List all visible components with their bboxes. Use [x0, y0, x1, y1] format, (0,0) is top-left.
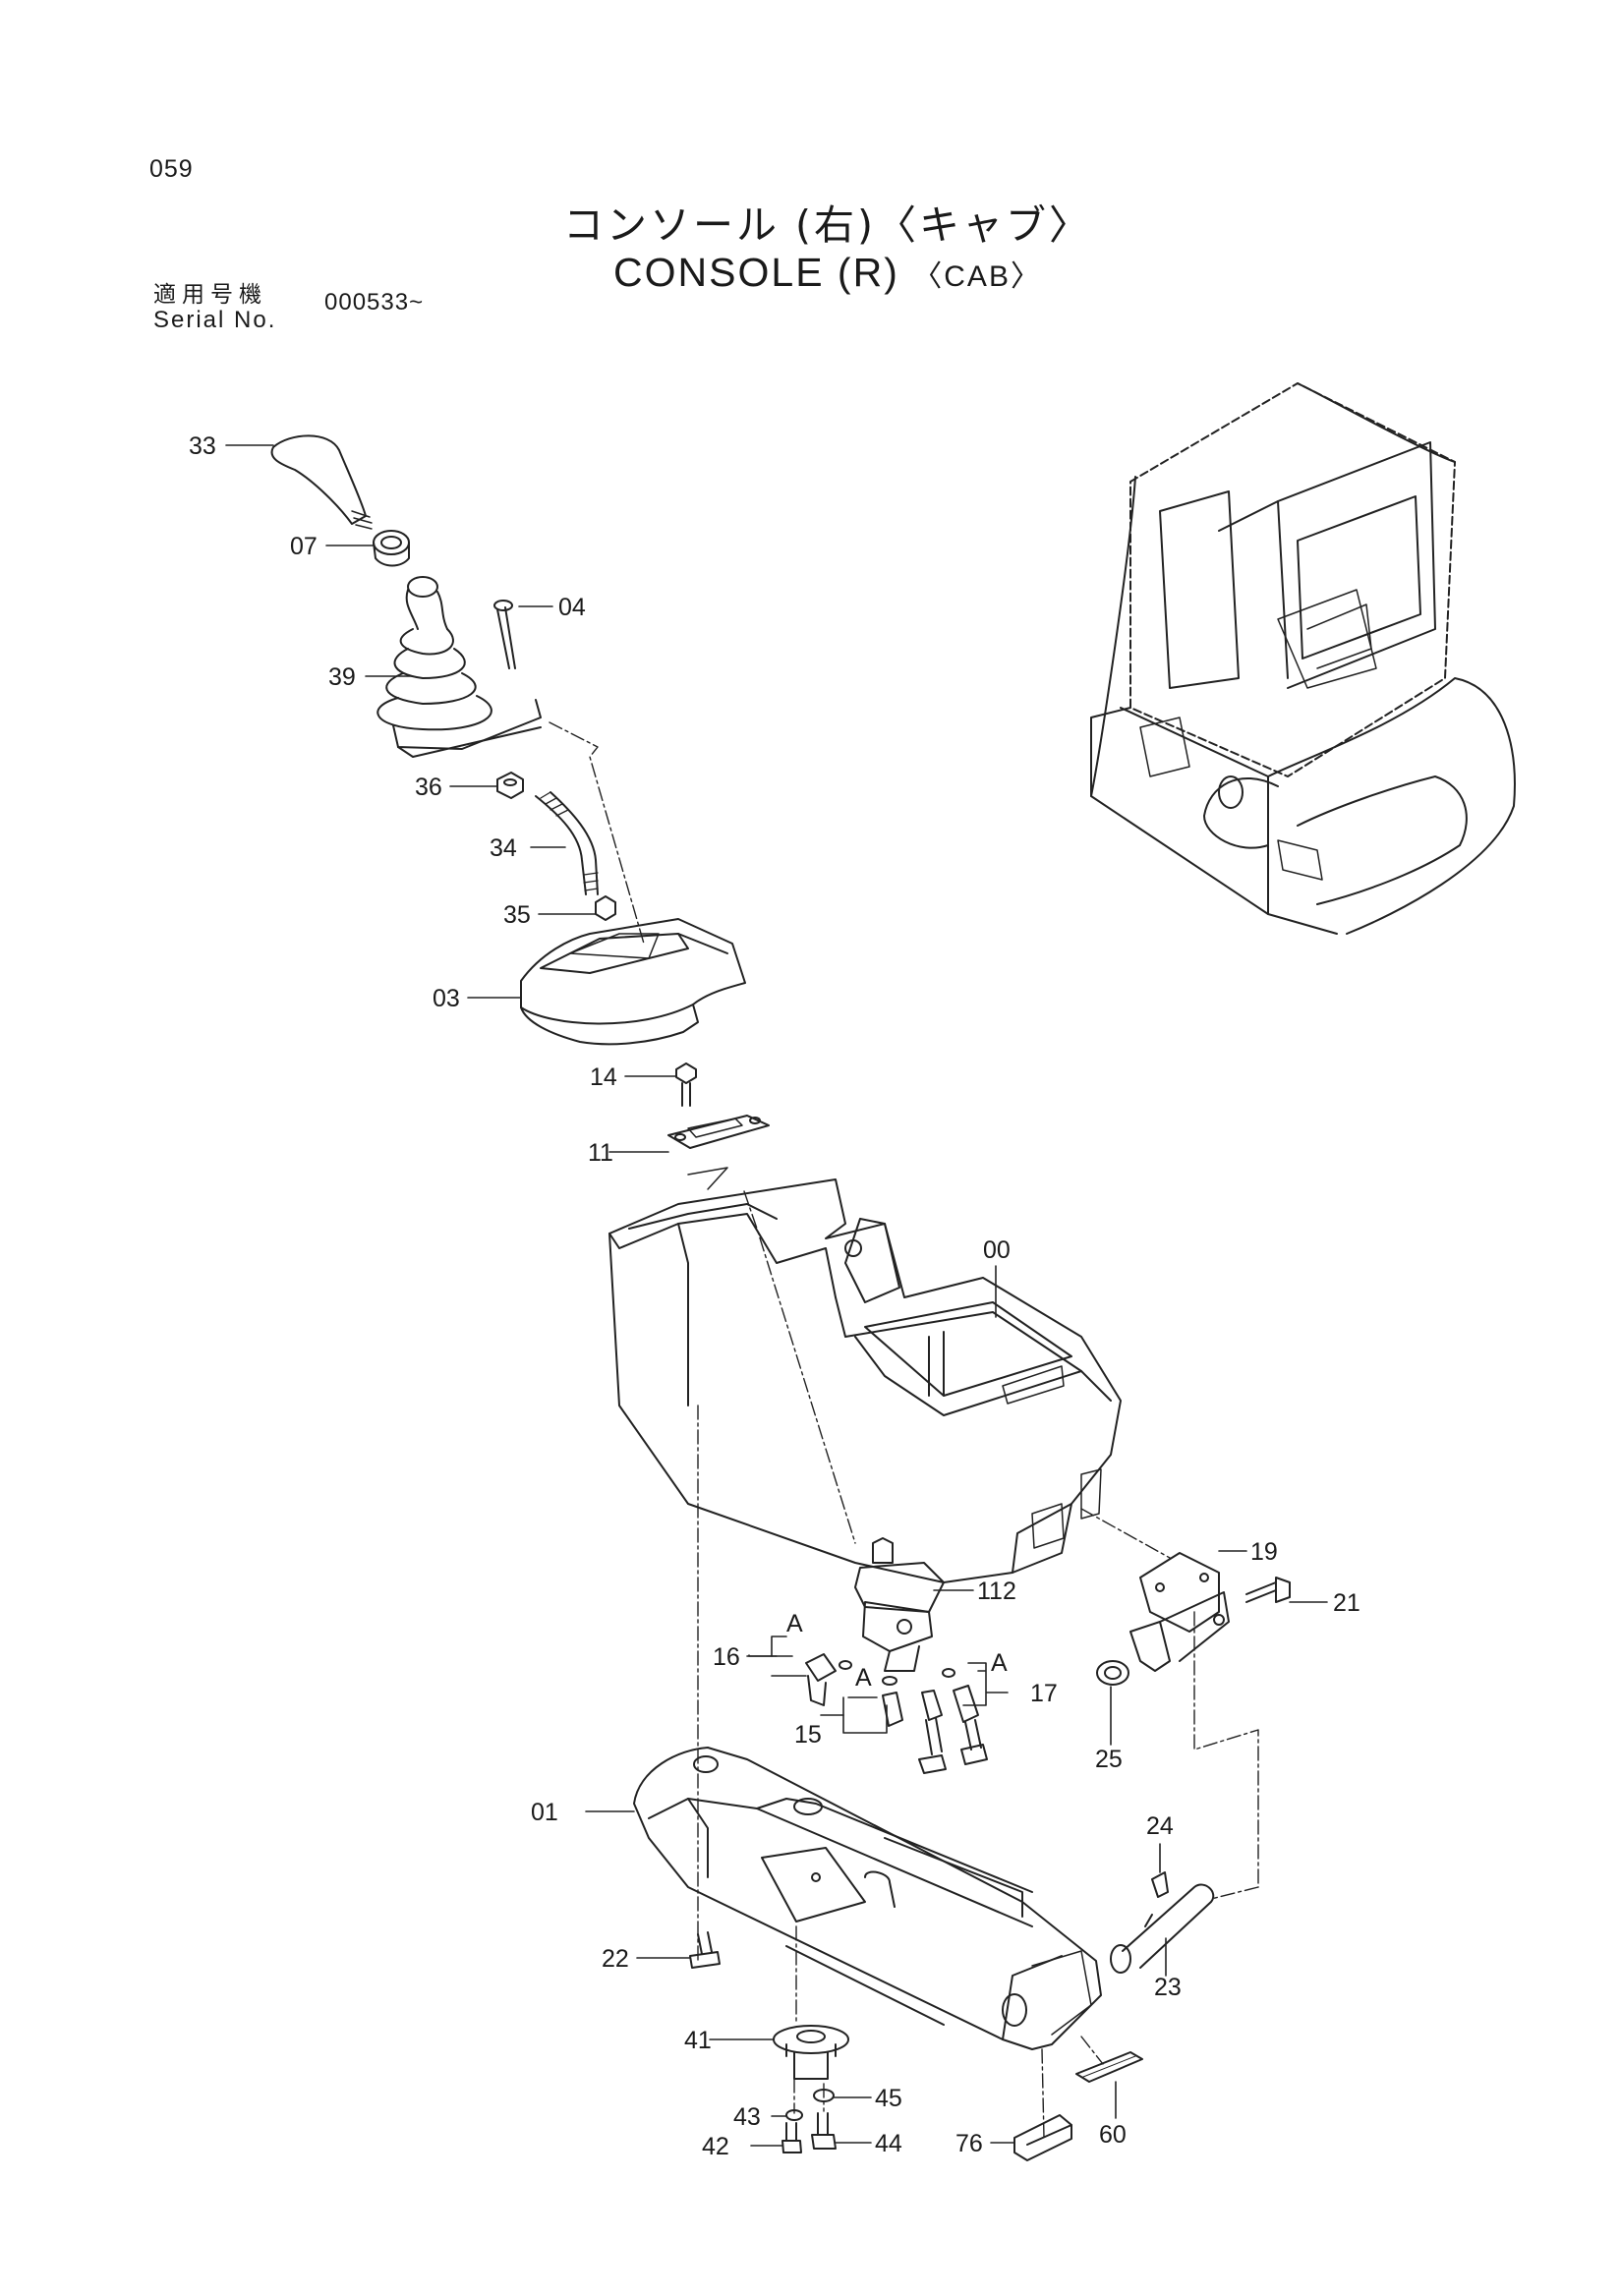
part-bracket-19: [1129, 1552, 1230, 1672]
part-bolt-44: [811, 2112, 837, 2150]
callout-16: 16: [713, 1643, 740, 1671]
part-fitting-17: [942, 1668, 988, 1765]
callout-33: 33: [189, 432, 216, 460]
part-fitting-16: [805, 1653, 852, 1706]
part-tube-23: [1110, 1883, 1215, 1974]
part-valve-112: [854, 1537, 945, 1672]
callout-22: 22: [602, 1945, 629, 1973]
part-bolt-42: [781, 2122, 802, 2153]
callout-19: 19: [1250, 1538, 1278, 1566]
title-english: CONSOLE (R) 〈CAB〉: [0, 250, 1620, 296]
callout-43: 43: [733, 2103, 761, 2131]
callout-A-17: A: [991, 1649, 1008, 1677]
callout-76: 76: [955, 2130, 983, 2157]
page-number: 059: [149, 155, 194, 183]
title-japanese: コンソール (右)〈キャブ〉: [562, 201, 1093, 249]
serial-label-japanese: 適用号機: [153, 282, 267, 308]
leader-lines: [225, 444, 1328, 2147]
part-nut-36: [496, 772, 524, 799]
callout-03: 03: [433, 985, 460, 1012]
cab-illustration: [1090, 382, 1516, 935]
part-nut-35: [595, 895, 616, 921]
callout-17: 17: [1030, 1680, 1058, 1707]
callout-60: 60: [1099, 2121, 1127, 2149]
callout-00: 00: [983, 1236, 1011, 1264]
title-english-sub: 〈CAB〉: [912, 260, 1042, 293]
part-bolt-21: [1245, 1577, 1291, 1603]
callout-04: 04: [558, 594, 586, 621]
callout-34: 34: [490, 834, 517, 862]
callout-25: 25: [1095, 1746, 1123, 1773]
serial-label-english: Serial No.: [153, 307, 277, 333]
callout-21: 21: [1333, 1589, 1360, 1617]
callout-A-16: A: [786, 1610, 803, 1637]
callout-A-15: A: [855, 1664, 872, 1692]
callout-14: 14: [590, 1063, 617, 1091]
callout-42: 42: [702, 2133, 729, 2160]
part-bolt-04: [493, 600, 516, 669]
callout-44: 44: [875, 2130, 902, 2157]
part-plate-11: [667, 1115, 770, 1149]
callout-15: 15: [794, 1721, 822, 1749]
part-cap-76: [1013, 2114, 1072, 2161]
callout-23: 23: [1154, 1974, 1182, 2001]
callout-11: 11: [588, 1139, 613, 1167]
title-english-main: CONSOLE (R): [613, 250, 899, 295]
serial-number-value: 000533~: [324, 289, 425, 316]
part-washer-25: [1096, 1660, 1129, 1686]
callout-112: 112: [977, 1578, 1016, 1605]
part-collar-07: [373, 530, 410, 567]
part-base-01: [633, 1747, 1102, 2050]
part-console-00: [608, 1167, 1122, 1583]
callout-41: 41: [684, 2027, 712, 2054]
assembly-lines: [549, 721, 1259, 2139]
part-bolt-14: [675, 1062, 697, 1107]
part-pin-24: [1151, 1871, 1169, 1898]
callout-01: 01: [531, 1799, 558, 1826]
callout-35: 35: [503, 901, 531, 929]
part-strip-60: [1075, 2051, 1143, 2083]
callout-36: 36: [415, 774, 442, 801]
callout-labels: 33 07 04 39 36 34 35 03 14 11 00 19 112 …: [189, 432, 1360, 2160]
callout-07: 07: [290, 533, 318, 560]
part-cover-03: [520, 918, 746, 1046]
part-fitting-15: [882, 1676, 947, 1774]
part-bolt-22: [689, 1931, 721, 1969]
part-lever-34: [535, 791, 599, 895]
part-hinge-41: [773, 2025, 849, 2080]
part-boot-39: [376, 576, 542, 758]
callout-45: 45: [875, 2085, 902, 2112]
callout-24: 24: [1146, 1812, 1174, 1840]
part-knob-33: [270, 434, 373, 530]
callout-39: 39: [328, 663, 356, 691]
